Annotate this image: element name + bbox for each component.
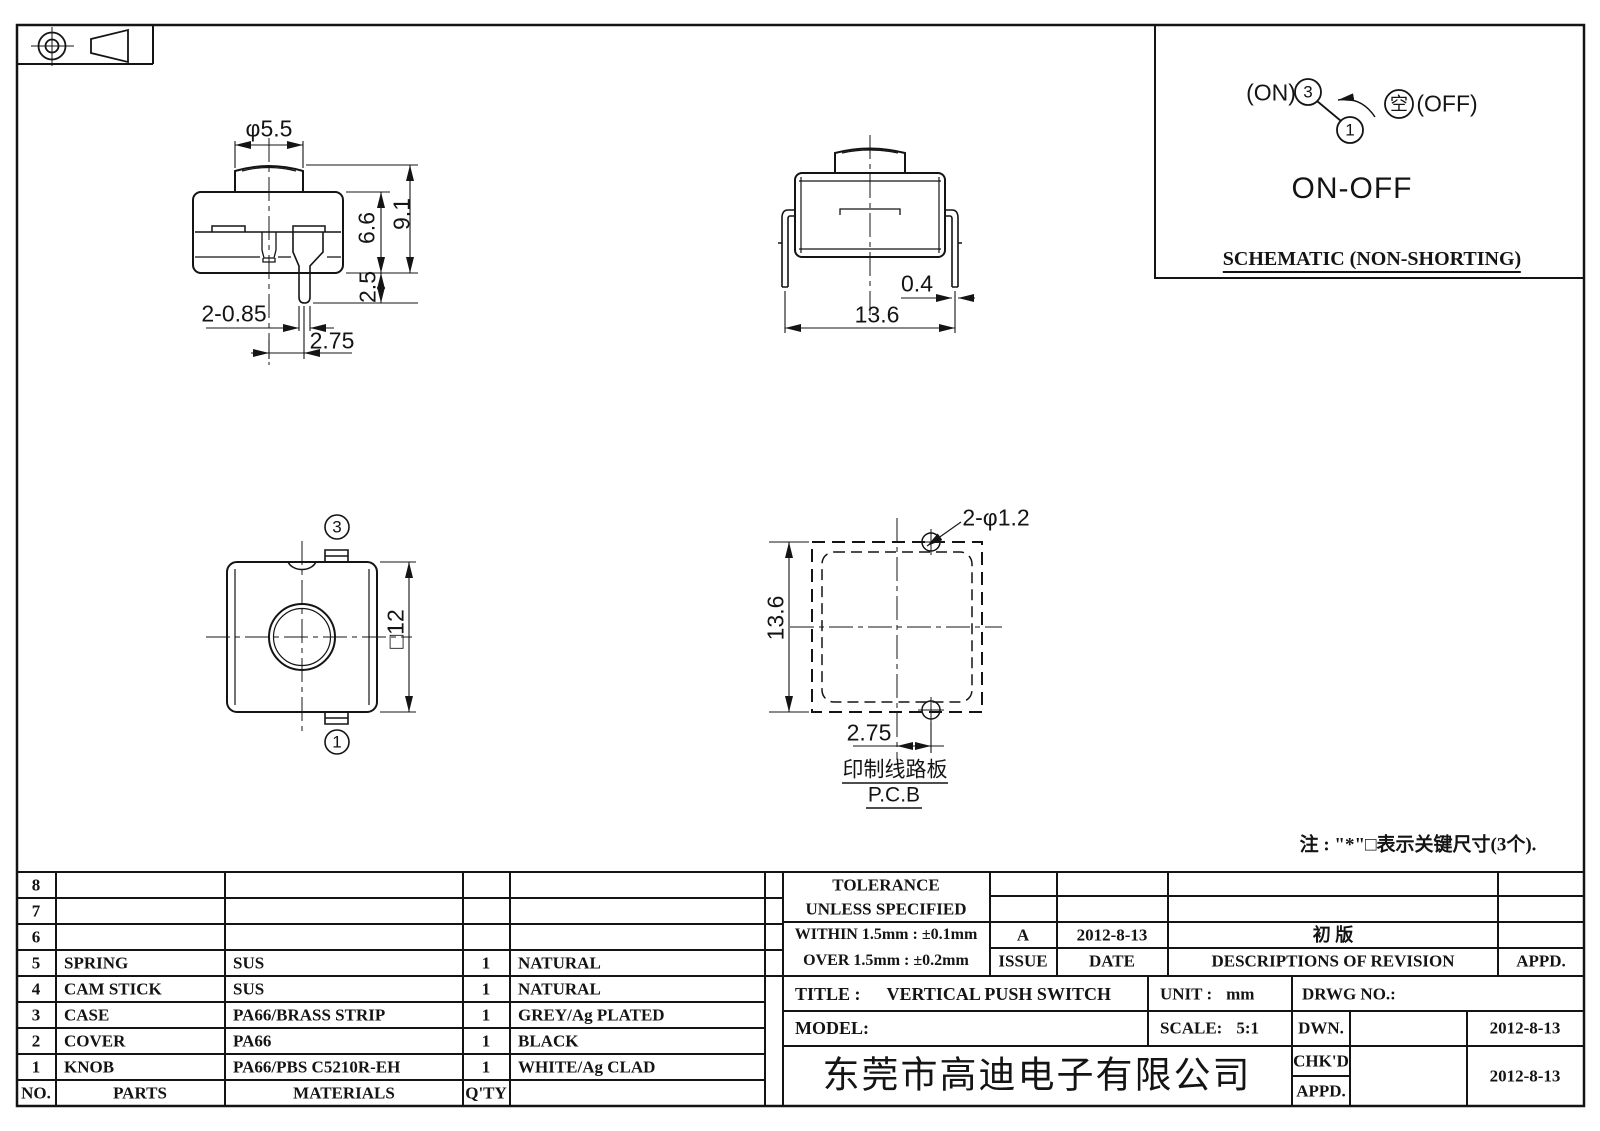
schematic-caption: SCHEMATIC (NON-SHORTING) [1222, 249, 1522, 273]
parts-row-part: CAM STICK [64, 979, 162, 999]
parts-header-materials: MATERIALS [293, 1083, 395, 1103]
schematic-box [1154, 24, 1585, 279]
parts-row-finish: NATURAL [518, 953, 601, 973]
dim-leg-thickness: 0.4 [901, 270, 933, 297]
schematic-on-label: (ON) [1246, 79, 1296, 106]
schematic-function-label: ON-OFF [1291, 172, 1413, 205]
pcb-hole-top [918, 529, 944, 555]
revision-appd-header: APPD. [1516, 951, 1566, 971]
parts-row-qty: 1 [481, 1005, 491, 1025]
scale-label: SCALE: [1160, 1018, 1223, 1038]
pcb-label-cn: 印制线路板 [842, 758, 948, 782]
parts-row-qty: 1 [481, 979, 491, 999]
dim-pin-offset: 2.75 [309, 327, 355, 354]
chkd-appd-date: 2012-8-13 [1489, 1066, 1561, 1086]
chkd-label: CHK'D [1293, 1051, 1349, 1071]
revision-date-value: 2012-8-13 [1076, 925, 1148, 945]
parts-row-qty: 1 [481, 1057, 491, 1077]
parts-row-finish: BLACK [518, 1031, 579, 1051]
title-value: VERTICAL PUSH SWITCH [886, 984, 1111, 1004]
parts-row-qty: 1 [481, 953, 491, 973]
top-view [206, 514, 416, 755]
parts-row-no: 5 [31, 953, 41, 973]
pcb-label-en: P.C.B [867, 783, 921, 807]
company-name: 东莞市高迪电子有限公司 [822, 1054, 1252, 1096]
parts-row-no: 8 [31, 875, 41, 895]
pcb-view [769, 518, 1002, 809]
tolerance-title: TOLERANCE [832, 875, 940, 895]
revision-issue-value: A [1016, 925, 1030, 945]
parts-row-finish: GREY/Ag PLATED [518, 1005, 665, 1025]
tolerance-over: OVER 1.5mm : ±0.2mm [803, 952, 969, 969]
pcb-hole-bottom [918, 697, 944, 723]
dim-pcb-holes: 2-φ1.2 [962, 504, 1030, 531]
dim-pin-width: 2-0.85 [201, 300, 267, 327]
parts-row-no: 6 [31, 927, 41, 947]
projection-symbol [17, 25, 154, 66]
unit-row: UNIT : mm [1160, 986, 1254, 1003]
dim-pcb-height: 13.6 [762, 595, 789, 641]
parts-row-part: CASE [64, 1005, 110, 1025]
revision-issue-header: ISSUE [998, 951, 1048, 971]
parts-row-part: KNOB [64, 1057, 115, 1077]
dim-knob-diameter: φ5.5 [245, 115, 293, 142]
tolerance-subtitle: UNLESS SPECIFIED [805, 899, 967, 919]
parts-row-material: PA66/PBS C5210R-EH [233, 1057, 401, 1077]
parts-row-no: 2 [31, 1031, 41, 1051]
parts-row-no: 1 [31, 1057, 41, 1077]
parts-row-finish: NATURAL [518, 979, 601, 999]
parts-header-parts: PARTS [113, 1083, 167, 1103]
parts-row-no: 3 [31, 1005, 41, 1025]
revision-date-header: DATE [1089, 951, 1135, 971]
schematic-terminal-1: 1 [1345, 120, 1355, 140]
schematic-off-symbol: 空 [1390, 94, 1408, 114]
tolerance-within: WITHIN 1.5mm : ±0.1mm [794, 926, 978, 943]
parts-row-qty: 1 [481, 1031, 491, 1051]
terminal-3-label: 3 [332, 517, 342, 537]
key-dimension-note: 注 : "*"□表示关键尺寸(3个). [1299, 834, 1537, 856]
parts-row-no: 7 [31, 901, 41, 921]
side-view [778, 135, 975, 333]
unit-label: UNIT : [1160, 984, 1213, 1004]
parts-row-material: SUS [233, 953, 265, 973]
dim-pcb-hole-offset: 2.75 [846, 719, 892, 746]
parts-row-no: 4 [31, 979, 41, 999]
unit-value: mm [1226, 984, 1255, 1004]
parts-header-qty: Q'TY [465, 1083, 507, 1103]
model-label: MODEL: [795, 1018, 869, 1038]
schematic-off-label: (OFF) [1416, 90, 1478, 117]
revision-description-value: 初 版 [1312, 925, 1354, 945]
schematic-terminal-3: 3 [1303, 82, 1313, 102]
dim-leg-span: 13.6 [854, 301, 900, 328]
title-row: TITLE : VERTICAL PUSH SWITCH [795, 985, 1111, 1003]
revision-description-header: DESCRIPTIONS OF REVISION [1211, 951, 1455, 971]
dim-body-size: □12 [382, 609, 409, 649]
parts-row-finish: WHITE/Ag CLAD [518, 1057, 656, 1077]
drwg-label: DRWG NO.: [1302, 984, 1396, 1004]
parts-header-no: NO. [21, 1083, 51, 1103]
parts-row-material: PA66 [233, 1031, 272, 1051]
parts-row-material: PA66/BRASS STRIP [233, 1005, 386, 1025]
parts-row-part: COVER [64, 1031, 126, 1051]
dwn-date: 2012-8-13 [1489, 1018, 1561, 1038]
dwn-label: DWN. [1298, 1018, 1344, 1038]
parts-row-material: SUS [233, 979, 265, 999]
scale-value: 5:1 [1236, 1018, 1260, 1038]
parts-row-part: SPRING [64, 953, 129, 973]
appd-label: APPD. [1296, 1081, 1346, 1101]
scale-row: SCALE: 5:1 [1160, 1020, 1259, 1037]
dim-body-height: 6.6 [353, 212, 380, 244]
sheet-border [15, 23, 1586, 1108]
terminal-1-label: 1 [332, 732, 342, 752]
title-label: TITLE : [795, 984, 861, 1004]
dim-total-height: 9.1 [388, 198, 415, 230]
dim-pin-length: 2.5 [354, 271, 381, 303]
front-view [192, 138, 418, 365]
title-block-lines [17, 871, 1584, 1106]
